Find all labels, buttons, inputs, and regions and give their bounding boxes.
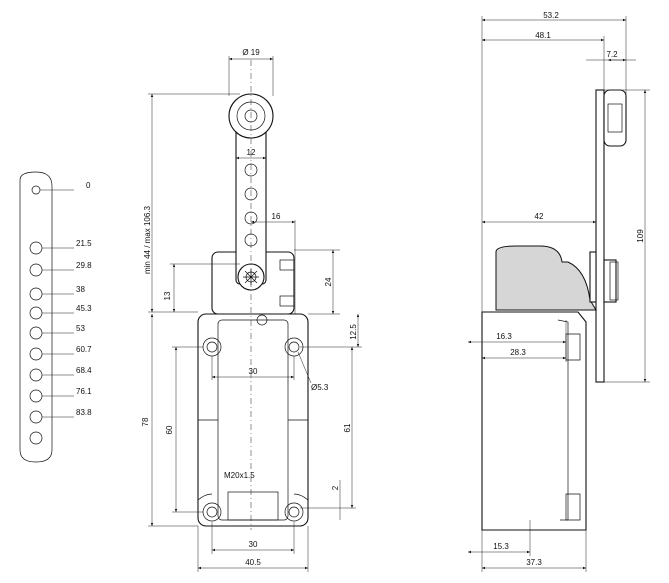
scale-hole [29,431,43,445]
scale-label: 0 [86,181,91,190]
scale-label: 45.3 [76,304,92,313]
dim-48-1-label: 48.1 [535,31,551,40]
side-view-labels: 53.2 48.1 7.2 42 109 16.3 28.3 15.3 37.3 [493,11,645,567]
dim-42-label: 42 [535,212,544,221]
scale-label: 76.1 [76,387,92,396]
scale-hole [29,306,43,320]
dim-16-3-label: 16.3 [496,332,512,341]
scale-label: 29.8 [76,261,92,270]
scale-hole [29,326,43,340]
offset-label: 16 [272,212,281,221]
lever-position-scale: 0 21.5 29.8 38 45.3 53 60.7 68.4 76.1 83.8 [19,171,92,463]
dim-12-5-label: 12.5 [349,324,358,340]
scale-label: 53 [76,324,85,333]
head-side [495,245,597,311]
scale-hole [29,368,43,382]
dim-53-2-label: 53.2 [543,11,559,20]
dim-37-3-label: 37.3 [526,558,542,567]
roller-side [603,89,627,147]
hole-spacing-bottom-label: 30 [249,540,258,549]
scale-hole [29,241,43,255]
dim-78-label: 78 [141,417,150,426]
scale-label: 38 [76,285,85,294]
dim-28-3-label: 28.3 [510,348,526,357]
dim-61-label: 61 [343,423,352,432]
dim-2-label: 2 [331,485,340,490]
dim-7-2-label: 7.2 [606,50,618,59]
lever-range-label: min 44 / max 106.3 [143,205,152,274]
scale-label: 68.4 [76,366,92,375]
scale-hole [31,185,41,195]
dim-13-label: 13 [163,291,172,300]
roller-diameter-label: Ø 19 [242,48,260,57]
scale-label: 83.8 [76,408,92,417]
scale-hole [29,410,43,424]
dim-15-3-label: 15.3 [493,542,509,551]
total-width-label: 40.5 [245,558,261,567]
lever-plate [595,89,605,383]
dim-60-label: 60 [165,425,174,434]
front-view [148,56,362,572]
side-view [468,16,650,572]
thread-label: M20x1.5 [224,471,255,480]
scale-hole [29,287,43,301]
hole-diameter-label: Ø5.3 [311,383,329,392]
lever-width-label: 12 [247,148,256,157]
head-height-label: 24 [324,277,333,286]
scale-label: 60.7 [76,345,92,354]
dim-109-label: 109 [636,229,645,243]
scale-hole [29,263,43,277]
body-side [481,311,587,531]
front-view-labels: Ø 19 12 16 min 44 / max 106.3 24 13 12.5… [141,48,358,567]
scale-label: 21.5 [76,239,92,248]
scale-hole [29,347,43,361]
hole-spacing-top-label: 30 [249,367,258,376]
scale-hole [29,389,43,403]
